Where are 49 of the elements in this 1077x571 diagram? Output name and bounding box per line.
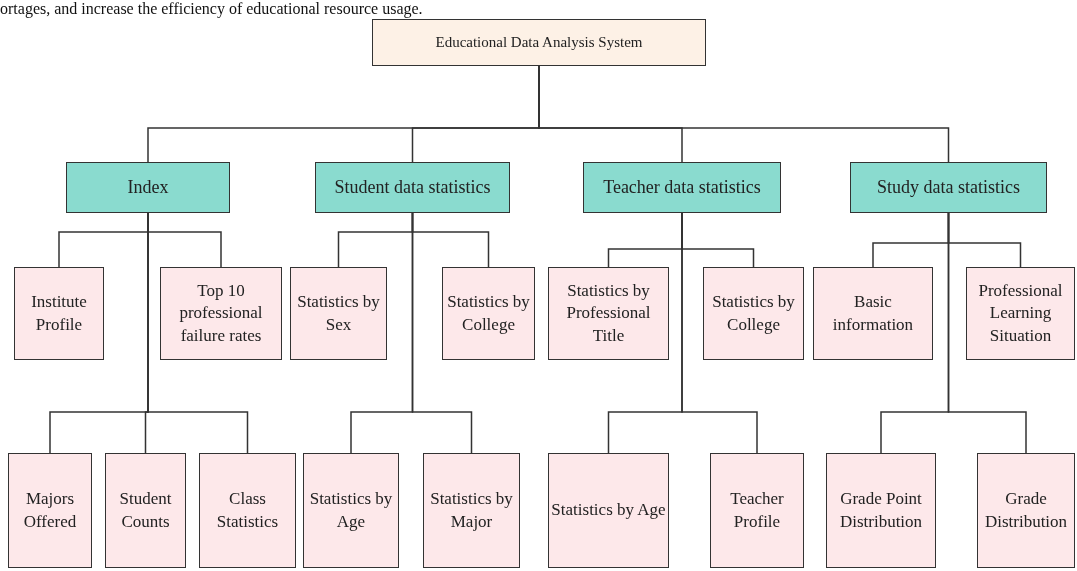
category-box — [315, 162, 510, 213]
item-box — [303, 453, 399, 568]
item-box — [813, 267, 933, 360]
category-box — [66, 162, 230, 213]
node-label: Statistics by College — [711, 291, 796, 336]
node-label: Institute Profile — [30, 291, 88, 336]
item-box — [977, 453, 1075, 568]
node-label: Top 10 professional failure rates — [178, 280, 264, 347]
node-label: Student data statistics — [334, 175, 491, 199]
node-label: Class Statistics — [215, 488, 280, 533]
item-box — [8, 453, 92, 568]
item-box — [14, 267, 104, 360]
node-label: Statistics by Age — [551, 499, 666, 522]
connector-line — [947, 212, 1027, 454]
node-label: Grade Distribution — [983, 488, 1069, 533]
item-box — [442, 267, 535, 360]
body-text: ortages, and increase the efficiency of educational resource usage. — [0, 0, 423, 18]
category-box — [583, 162, 781, 213]
node-label: Professional Learning Situation — [977, 280, 1064, 347]
node-label: Statistics by Age — [308, 488, 394, 533]
item-box — [423, 453, 520, 568]
node-label: Student Counts — [118, 488, 173, 533]
item-box — [710, 453, 804, 568]
connector-line — [681, 212, 758, 454]
item-box — [548, 453, 669, 568]
node-label: Index — [127, 175, 169, 199]
item-box — [703, 267, 804, 360]
node-label: Basic information — [831, 291, 915, 336]
node-label: Statistics by Sex — [296, 291, 381, 336]
item-box — [548, 267, 669, 360]
connector-line — [411, 212, 473, 454]
item-box — [966, 267, 1075, 360]
node-label: Statistics by Professional Title — [565, 280, 652, 347]
item-box — [105, 453, 186, 568]
node-label: Grade Point Distribution — [838, 488, 924, 533]
node-label: Teacher Profile — [729, 488, 785, 533]
item-box — [160, 267, 282, 360]
item-box — [199, 453, 296, 568]
node-label: Statistics by College — [446, 291, 531, 336]
node-label: Majors Offered — [22, 488, 78, 533]
node-label: Educational Data Analysis System — [435, 32, 643, 52]
item-box — [290, 267, 387, 360]
node-label: Teacher data statistics — [603, 175, 761, 199]
category-box — [850, 162, 1047, 213]
node-label: Statistics by Major — [429, 488, 514, 533]
connector-line — [147, 212, 249, 454]
root-box — [372, 19, 706, 66]
node-label: Study data statistics — [877, 175, 1020, 199]
item-box — [826, 453, 936, 568]
